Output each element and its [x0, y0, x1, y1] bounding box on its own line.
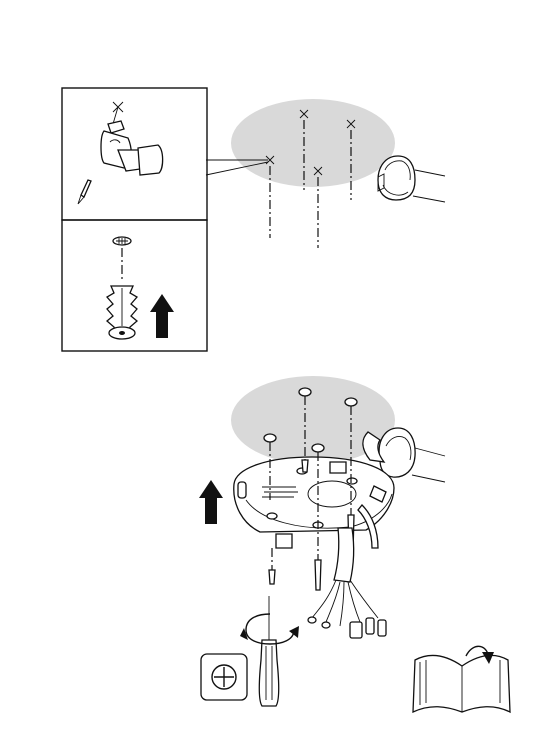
- phillips-head-icon: [201, 654, 247, 700]
- step-1-panel: [62, 88, 445, 351]
- screwdriver-icon: [259, 596, 279, 706]
- step-2-panel: [199, 376, 510, 712]
- camera-arm: [378, 156, 445, 202]
- drill-icon: [101, 102, 163, 175]
- ceiling-surface: [231, 99, 395, 187]
- up-arrow-icon: [199, 480, 223, 524]
- ceiling-drill-area: [231, 99, 395, 248]
- manual-icon: [413, 655, 510, 712]
- up-arrow-icon: [150, 294, 174, 338]
- drill-bit-icon: [78, 180, 91, 204]
- wall-plug-icon: [107, 237, 137, 339]
